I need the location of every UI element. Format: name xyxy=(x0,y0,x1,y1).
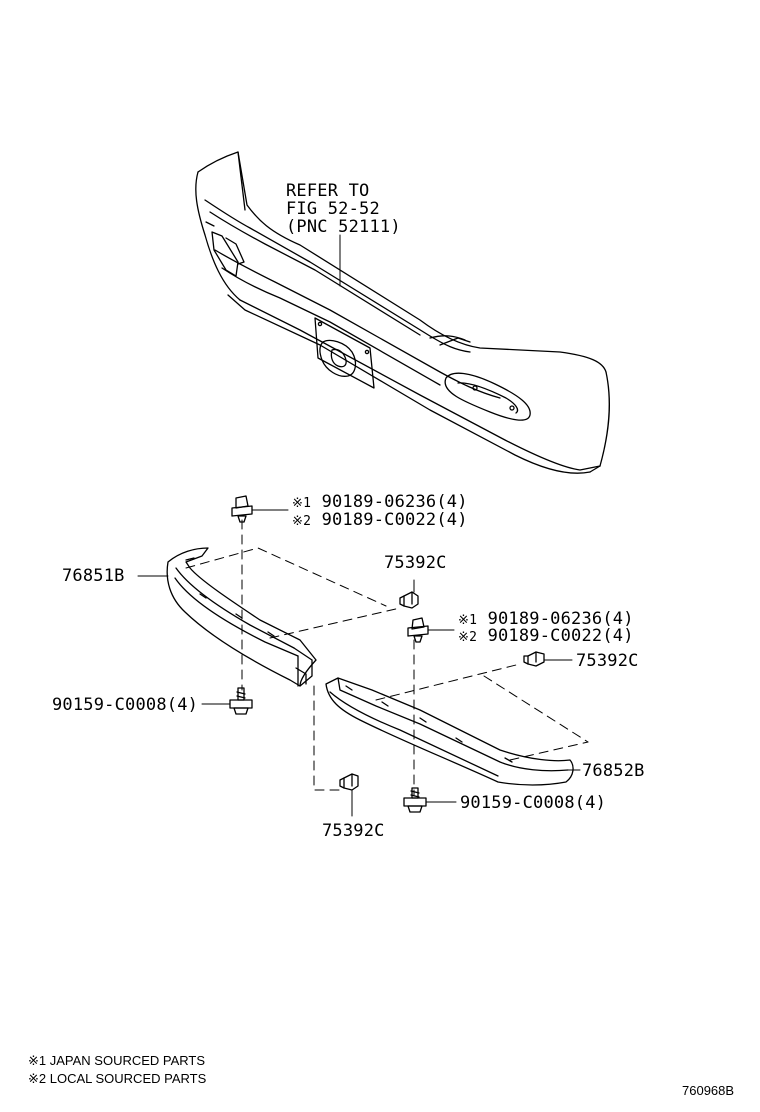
diagram-id: 760968B xyxy=(682,1083,735,1098)
footnote-1: ※1 JAPAN SOURCED PARTS xyxy=(28,1053,206,1068)
clip-bottom-label: 75392C xyxy=(322,821,385,841)
refer-line-3: (PNC 52111) xyxy=(286,217,401,237)
grommet-top-drawing xyxy=(231,495,289,523)
left-spoiler-label: 76851B xyxy=(62,566,125,586)
grommet-top-part-1: 90189-06236(4) xyxy=(321,492,468,512)
alignment-lines xyxy=(185,519,589,797)
label-leaders xyxy=(137,575,581,771)
clip-top-drawing xyxy=(399,579,419,609)
grommet-mid-part-1: 90189-06236(4) xyxy=(487,609,634,629)
footnote-2: ※2 LOCAL SOURCED PARTS xyxy=(28,1071,207,1086)
clip-right-label: 75392C xyxy=(576,651,639,671)
grommet-top-row-1: ※1 90189-06236(4) xyxy=(292,493,468,513)
screw-left-drawing xyxy=(201,687,253,715)
grommet-mid-drawing xyxy=(407,617,455,643)
grommet-top-part-2: 90189-C0022(4) xyxy=(321,510,468,530)
grommet-top-mark-2: ※2 xyxy=(292,514,312,529)
screw-right-drawing xyxy=(403,787,457,813)
refer-line-1: REFER TO xyxy=(286,181,370,201)
front-bumper-drawing xyxy=(195,151,611,474)
screw-left-label: 90159-C0008(4) xyxy=(52,695,199,715)
grommet-top-mark-1: ※1 xyxy=(292,496,312,511)
grommet-mid-row-2: ※2 90189-C0022(4) xyxy=(458,627,634,647)
right-spoiler-label: 76852B xyxy=(582,761,645,781)
grommet-mid-row-1: ※1 90189-06236(4) xyxy=(458,610,634,630)
screw-right-label: 90159-C0008(4) xyxy=(460,793,607,813)
grommet-top-row-2: ※2 90189-C0022(4) xyxy=(292,511,468,531)
refer-line-2: FIG 52-52 xyxy=(286,199,380,219)
grommet-mid-part-2: 90189-C0022(4) xyxy=(487,626,634,646)
grommet-mid-mark-2: ※2 xyxy=(458,630,478,645)
clip-top-label: 75392C xyxy=(384,553,447,573)
grommet-mid-mark-1: ※1 xyxy=(458,613,478,628)
clip-right-drawing xyxy=(523,651,573,667)
right-spoiler-drawing xyxy=(325,677,574,786)
left-spoiler-drawing xyxy=(166,547,317,687)
clip-bottom-drawing xyxy=(339,773,359,817)
